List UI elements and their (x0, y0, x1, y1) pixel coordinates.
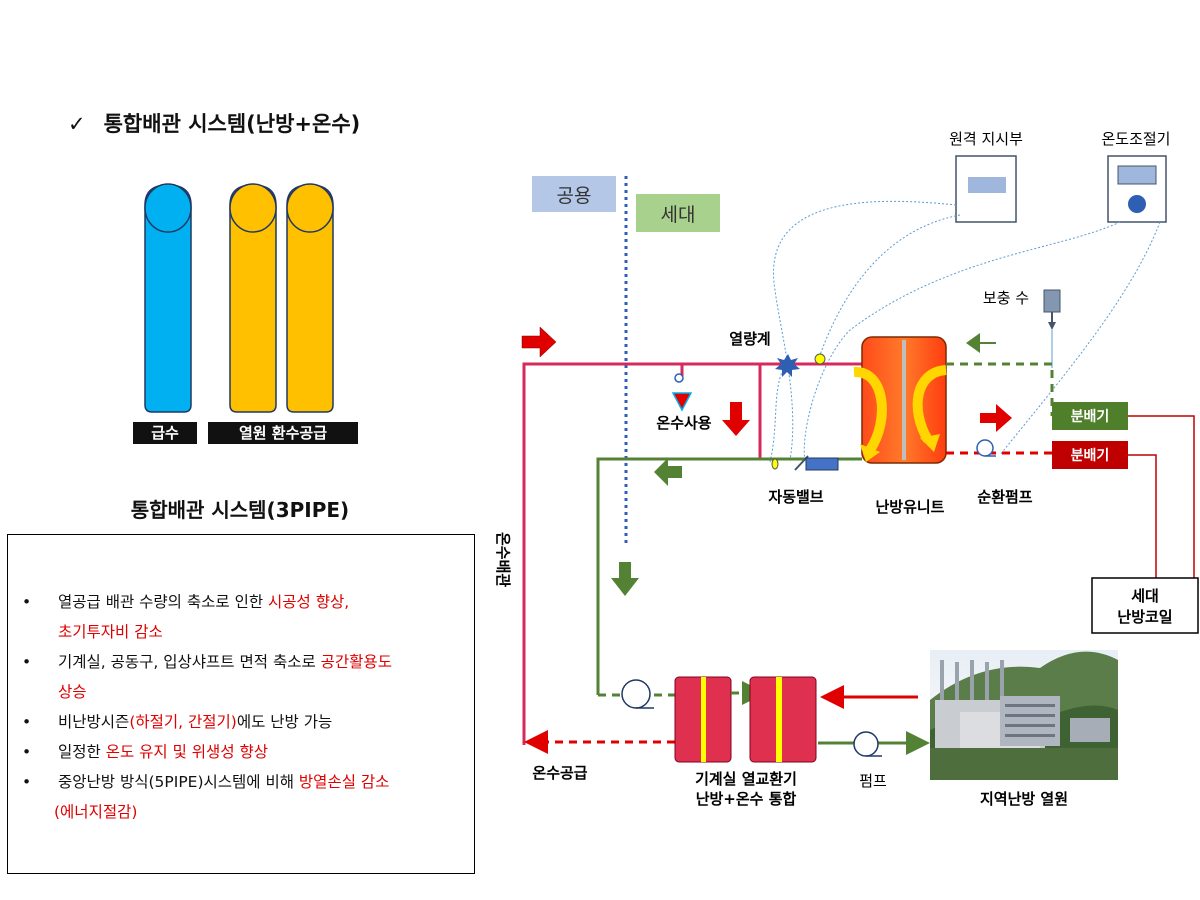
check-icon: ✓ (68, 112, 86, 136)
hot-water-supply-label: 온수공급 (532, 764, 587, 782)
remote-indicator-device (955, 155, 1017, 223)
pump-icon (621, 679, 654, 709)
circulation-pump-label: 순환펌프 (977, 488, 1032, 506)
auto-valve-label: 자동밸브 (768, 488, 823, 506)
supply-pipe-label: 급수 (133, 422, 197, 444)
svg-text:공용: 공용 (557, 185, 592, 207)
district-heating-plant-image (930, 650, 1118, 780)
heat-meter-icon (775, 353, 826, 377)
thermostat-label: 온도조절기 (1101, 130, 1170, 148)
zone-household-label: 세대 (636, 194, 720, 232)
benefit-item: • 열공급 배관 수량의 축소로 인한 시공성 향상, 초기투자비 감소 (22, 593, 350, 641)
makeup-water-label: 보충 수 (983, 289, 1029, 307)
remote-indicator-label: 원격 지시부 (949, 130, 1023, 148)
heat-meter-label: 열량계 (729, 330, 770, 348)
svg-text:분배기: 분배기 (1071, 409, 1110, 425)
thermostat-device (1107, 155, 1167, 223)
auto-valve-icon (771, 455, 839, 471)
heat-exchanger-1 (674, 676, 732, 763)
pipe-illustration (144, 183, 334, 413)
heat-pipe-label: 열원 환수공급 (208, 422, 358, 444)
page-title: ✓ 통합배관 시스템(난방+온수) (68, 108, 360, 138)
heat-supply-pipe (286, 183, 334, 413)
page-title-text: 통합배관 시스템(난방+온수) (103, 112, 361, 136)
distributor-lines (946, 362, 1195, 578)
makeup-water-valve (1043, 289, 1061, 368)
section-subtitle: 통합배관 시스템(3PIPE) (130, 498, 350, 522)
benefit-item: • 비난방시즌(하절기, 간절기)에도 난방 가능 (22, 713, 333, 731)
hot-water-use-label: 온수사용 (656, 414, 711, 432)
left-green-arrow-icon (654, 458, 682, 486)
down-green-arrow-icon (611, 562, 639, 596)
svg-text:분배기: 분배기 (1071, 448, 1110, 464)
heating-unit-label: 난방유니트 (875, 498, 944, 516)
svg-text:세대: 세대 (1131, 587, 1159, 605)
benefit-item: • 기계실, 공동구, 입상샤프트 면적 축소로 공간활용도 상승 (22, 653, 392, 701)
benefit-item: • 중앙난방 방식(5PIPE)시스템에 비해 방열손실 감소 (에너지절감) (22, 773, 390, 821)
benefits-list: • 열공급 배관 수량의 축소로 인한 시공성 향상, 초기투자비 감소 • 기… (8, 587, 474, 827)
flow-arrow-icon (912, 365, 947, 443)
distributor-red: 분배기 (1052, 441, 1128, 469)
heat-exchanger-2 (749, 676, 817, 763)
distributor-green: 분배기 (1052, 402, 1128, 430)
flow-arrow-icon (853, 367, 887, 453)
heat-return-pipe (229, 183, 277, 413)
benefits-box: • 열공급 배관 수량의 축소로 인한 시공성 향상, 초기투자비 감소 • 기… (7, 534, 475, 874)
heat-exchanger-label-line2: 난방+온수 통합 (696, 790, 797, 808)
pump-icon (853, 731, 882, 757)
heat-exchanger-label-line1: 기계실 열교환기 (695, 770, 797, 788)
benefit-item: • 일정한 온도 유지 및 위생성 향상 (22, 743, 269, 761)
district-source-label: 지역난방 열원 (980, 790, 1068, 808)
right-red-arrow-icon (521, 326, 557, 358)
hot-water-valve-icon (671, 373, 693, 412)
pump-label: 펌프 (859, 772, 887, 790)
hot-water-pipe-label: 온수배관 (494, 532, 512, 587)
svg-text:난방코일: 난방코일 (1117, 608, 1172, 626)
water-supply-pipe (144, 183, 192, 413)
circulation-pump-icon (976, 439, 996, 457)
household-coil-box: 세대 난방코일 (1091, 577, 1199, 634)
down-red-arrow-icon (722, 402, 750, 436)
signal-wires (769, 200, 1161, 463)
left-green-arrow-icon (966, 333, 996, 353)
right-red-arrow-icon (980, 404, 1012, 432)
heating-unit (853, 336, 947, 464)
svg-text:세대: 세대 (661, 204, 696, 226)
zone-common-label: 공용 (532, 176, 616, 212)
